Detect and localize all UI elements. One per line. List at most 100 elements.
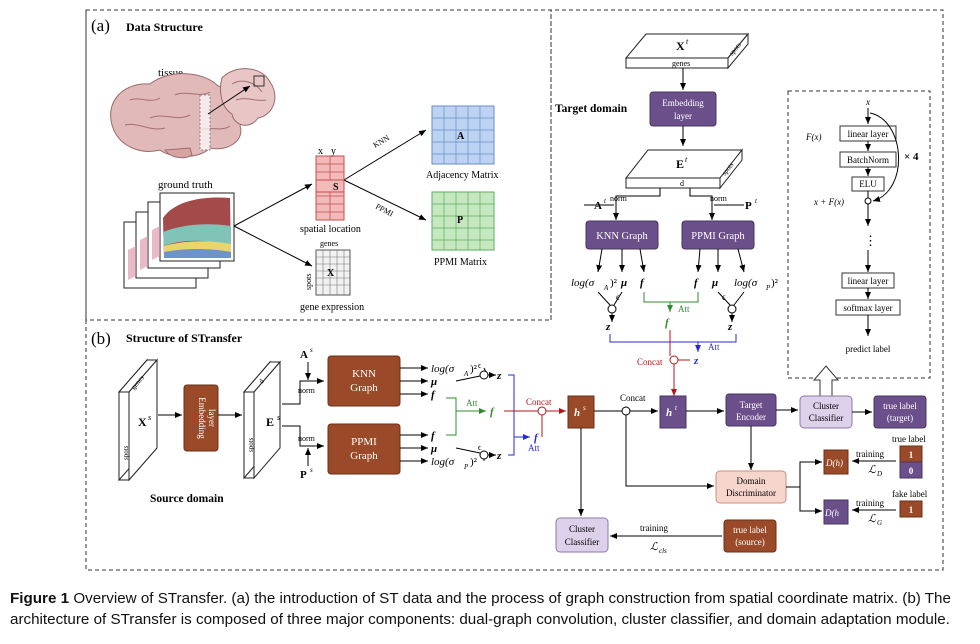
target-f-a: f [640, 277, 645, 289]
source-eps-p: ϵ [478, 443, 482, 452]
mlp-sum-label: x + F(x) [813, 197, 844, 207]
target-knn-label: KNN Graph [596, 231, 648, 242]
pt-sup: t [755, 197, 758, 205]
dh-label: D(h) [825, 458, 843, 468]
as-label: A [300, 349, 308, 361]
lg-sub: G [877, 519, 882, 527]
source-att-blue: Att [528, 443, 540, 453]
panel-b-tag: (b) [91, 329, 111, 348]
knn-label: KNN [372, 133, 392, 150]
lg-label: ℒ [868, 513, 877, 525]
target-mu-p: μ [711, 277, 718, 289]
dht-label: D(h [824, 508, 839, 518]
source-embedding-line1: Embedding [197, 397, 207, 439]
source-log-a-close: )² [470, 363, 478, 375]
source-zs: f [534, 432, 539, 444]
es-slab [242, 360, 282, 480]
source-norm-bottom: norm [298, 434, 316, 443]
true-label-zero-value: 0 [909, 466, 914, 476]
mlp-softmax-label: softmax layer [843, 303, 892, 313]
xt-genes: genes [672, 59, 690, 68]
source-log-a: log(σ [431, 363, 455, 375]
ground-truth-label: ground truth [158, 179, 213, 191]
cluster-classifier-target-line2: Classifier [809, 413, 844, 423]
source-log-p: log(σ [431, 456, 455, 468]
concat-node-b [621, 406, 631, 416]
mlp-predict-label: predict label [846, 344, 891, 354]
spatial-col-x: x [318, 146, 323, 157]
mlp-elu-label: ELU [859, 179, 877, 189]
domain-discriminator-line2: Discriminator [726, 488, 776, 498]
target-encoder-line1: Target [740, 400, 763, 410]
xs-slab [117, 358, 159, 482]
source-log-a-sub: A [463, 370, 469, 378]
hs-block [567, 395, 595, 429]
mlp-fx: F(x) [805, 132, 822, 142]
mlp-panel-border [787, 90, 931, 379]
et-sup: t [685, 155, 688, 164]
cluster-classifier-source [555, 517, 609, 553]
caption-label: Figure 1 [10, 590, 70, 607]
spatial-col-y: y [331, 146, 336, 157]
true-label-one-value: 1 [909, 450, 914, 460]
ppmi-caption: PPMI Matrix [434, 257, 487, 268]
hs-label: h [574, 407, 580, 419]
ht-block [659, 395, 687, 429]
source-mu-p: μ [430, 443, 437, 455]
target-eps-a: ϵ [616, 292, 620, 302]
xs-label: X [138, 415, 147, 429]
fake-label-one-value: 1 [909, 505, 914, 515]
source-log-p-close: )² [470, 456, 478, 468]
training-lg: training [856, 498, 884, 508]
true-label-text: true label [892, 434, 926, 444]
source-knn-graph [327, 355, 401, 407]
source-ppmi-line1: PPMI [351, 436, 377, 448]
cluster-classifier-source-line1: Cluster [569, 524, 595, 534]
source-concat-label: Concat [526, 397, 552, 407]
ht-label: h [666, 407, 672, 419]
xt-sup: t [686, 37, 689, 46]
cluster-classifier-source-line2: Classifier [565, 537, 600, 547]
target-log-p: log(σ [734, 277, 758, 289]
true-label-source-line2: (source) [735, 537, 764, 547]
target-concat-node [669, 355, 679, 365]
target-log-a: log(σ [571, 277, 595, 289]
source-knn-line1: KNN [352, 368, 376, 380]
es-spots: spots [247, 437, 255, 452]
target-embedding-line1: Embedding [662, 98, 704, 108]
target-log-p-sub: P [765, 284, 771, 292]
source-embedding-line2: layer [207, 409, 217, 427]
target-mu-a: μ [620, 277, 627, 289]
gene-expression-matrix [315, 249, 351, 296]
target-embedding-line2: layer [674, 111, 692, 121]
true-label-source [723, 519, 777, 553]
source-ppmi-line2: Graph [350, 450, 378, 462]
ppmi-center: P [457, 215, 463, 226]
source-zp: z [496, 450, 502, 462]
expr-genes-label: genes [320, 239, 338, 248]
spatial-center: S [333, 182, 339, 193]
xt-slab [624, 32, 750, 70]
cluster-classifier-target-line1: Cluster [813, 401, 839, 411]
mlp-dots: ⋮ [864, 233, 877, 248]
spatial-location-matrix [315, 155, 345, 221]
training-lcls: training [640, 523, 668, 533]
ps-sup: s [310, 466, 313, 474]
lcls-sub: cls [659, 547, 667, 555]
target-zt: z [693, 355, 699, 367]
ld-sub: D [876, 470, 882, 478]
source-knn-line2: Graph [350, 382, 378, 394]
mlp-sum-node [864, 197, 872, 205]
target-reparam [597, 291, 745, 322]
concat-label-b: Concat [620, 393, 646, 403]
target-f-p: f [694, 277, 699, 289]
target-zp: z [727, 321, 733, 333]
as-sup: s [310, 346, 313, 354]
et-slab [624, 148, 744, 190]
target-ft: f [665, 317, 670, 329]
hs-sup: s [583, 404, 586, 412]
es-label: E [266, 415, 274, 429]
true-label-target-line2: (target) [887, 413, 913, 423]
true-label-zero [899, 461, 923, 479]
